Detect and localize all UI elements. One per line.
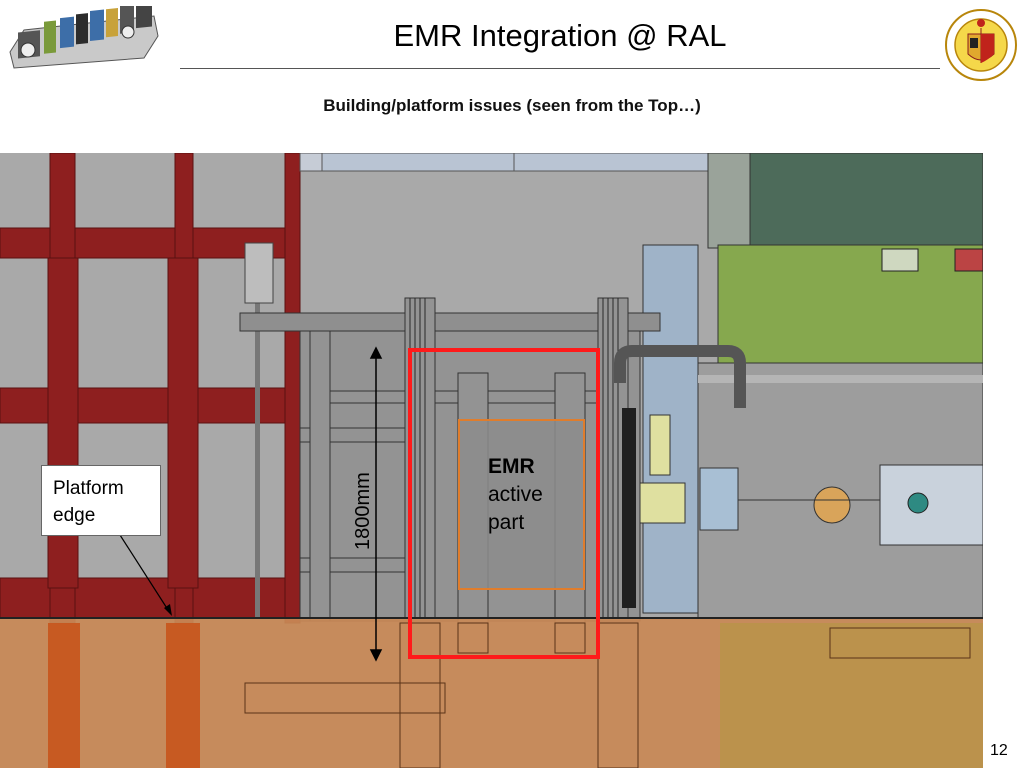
emr-label: EMR active part xyxy=(488,453,543,537)
emr-active-part-box xyxy=(458,419,585,590)
magnet-assembly-icon xyxy=(9,6,159,69)
emr-highlight-frame xyxy=(408,348,600,659)
slide-subtitle: Building/platform issues (seen from the … xyxy=(323,96,701,115)
platform-label-line2: edge xyxy=(53,505,96,526)
leader-line xyxy=(119,534,171,614)
dimension-label: 1800mm xyxy=(352,472,374,550)
title-divider xyxy=(180,68,940,69)
university-seal-icon xyxy=(945,9,1017,81)
platform-label-line1: Platform xyxy=(53,478,124,499)
emr-label-line3: part xyxy=(488,511,525,534)
emr-label-line2: active xyxy=(488,483,543,506)
slide-title: EMR Integration @ RAL xyxy=(393,18,727,53)
page-number: 12 xyxy=(990,742,1008,759)
platform-edge-callout: Platform edge xyxy=(41,465,161,536)
emr-label-line1: EMR xyxy=(488,455,535,478)
dimension-arrow xyxy=(369,346,383,662)
